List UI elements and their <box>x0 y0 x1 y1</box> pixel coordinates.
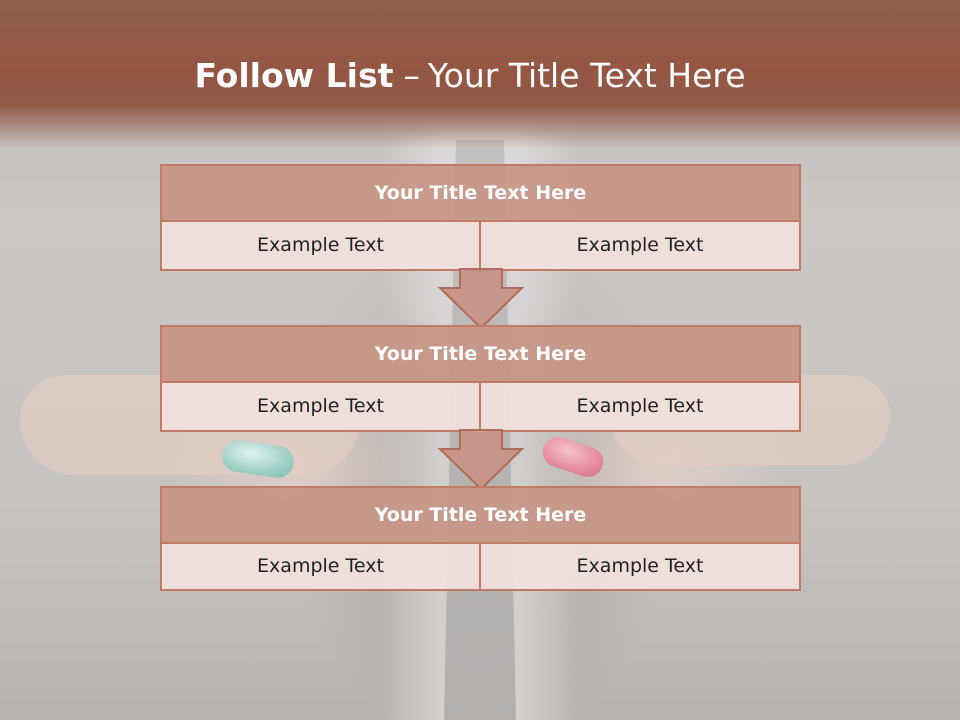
slide-title-rest: Your Title Text Here <box>427 56 746 95</box>
step-title: Your Title Text Here <box>160 325 801 383</box>
title-band <box>0 0 960 148</box>
slide-title-separator: – <box>403 56 420 95</box>
step-text-right: Example Text <box>479 542 801 591</box>
step-text-left: Example Text <box>160 220 481 271</box>
step-text-left: Example Text <box>160 542 481 591</box>
step-text-right: Example Text <box>479 381 801 432</box>
slide-title: Follow List–Your Title Text Here <box>0 54 940 98</box>
step-text-right: Example Text <box>479 220 801 271</box>
slide-title-bold: Follow List <box>194 56 394 95</box>
down-arrow-1 <box>437 268 525 330</box>
down-arrow-2 <box>437 429 525 491</box>
step-text-left: Example Text <box>160 381 481 432</box>
step-title: Your Title Text Here <box>160 486 801 544</box>
step-title: Your Title Text Here <box>160 164 801 222</box>
